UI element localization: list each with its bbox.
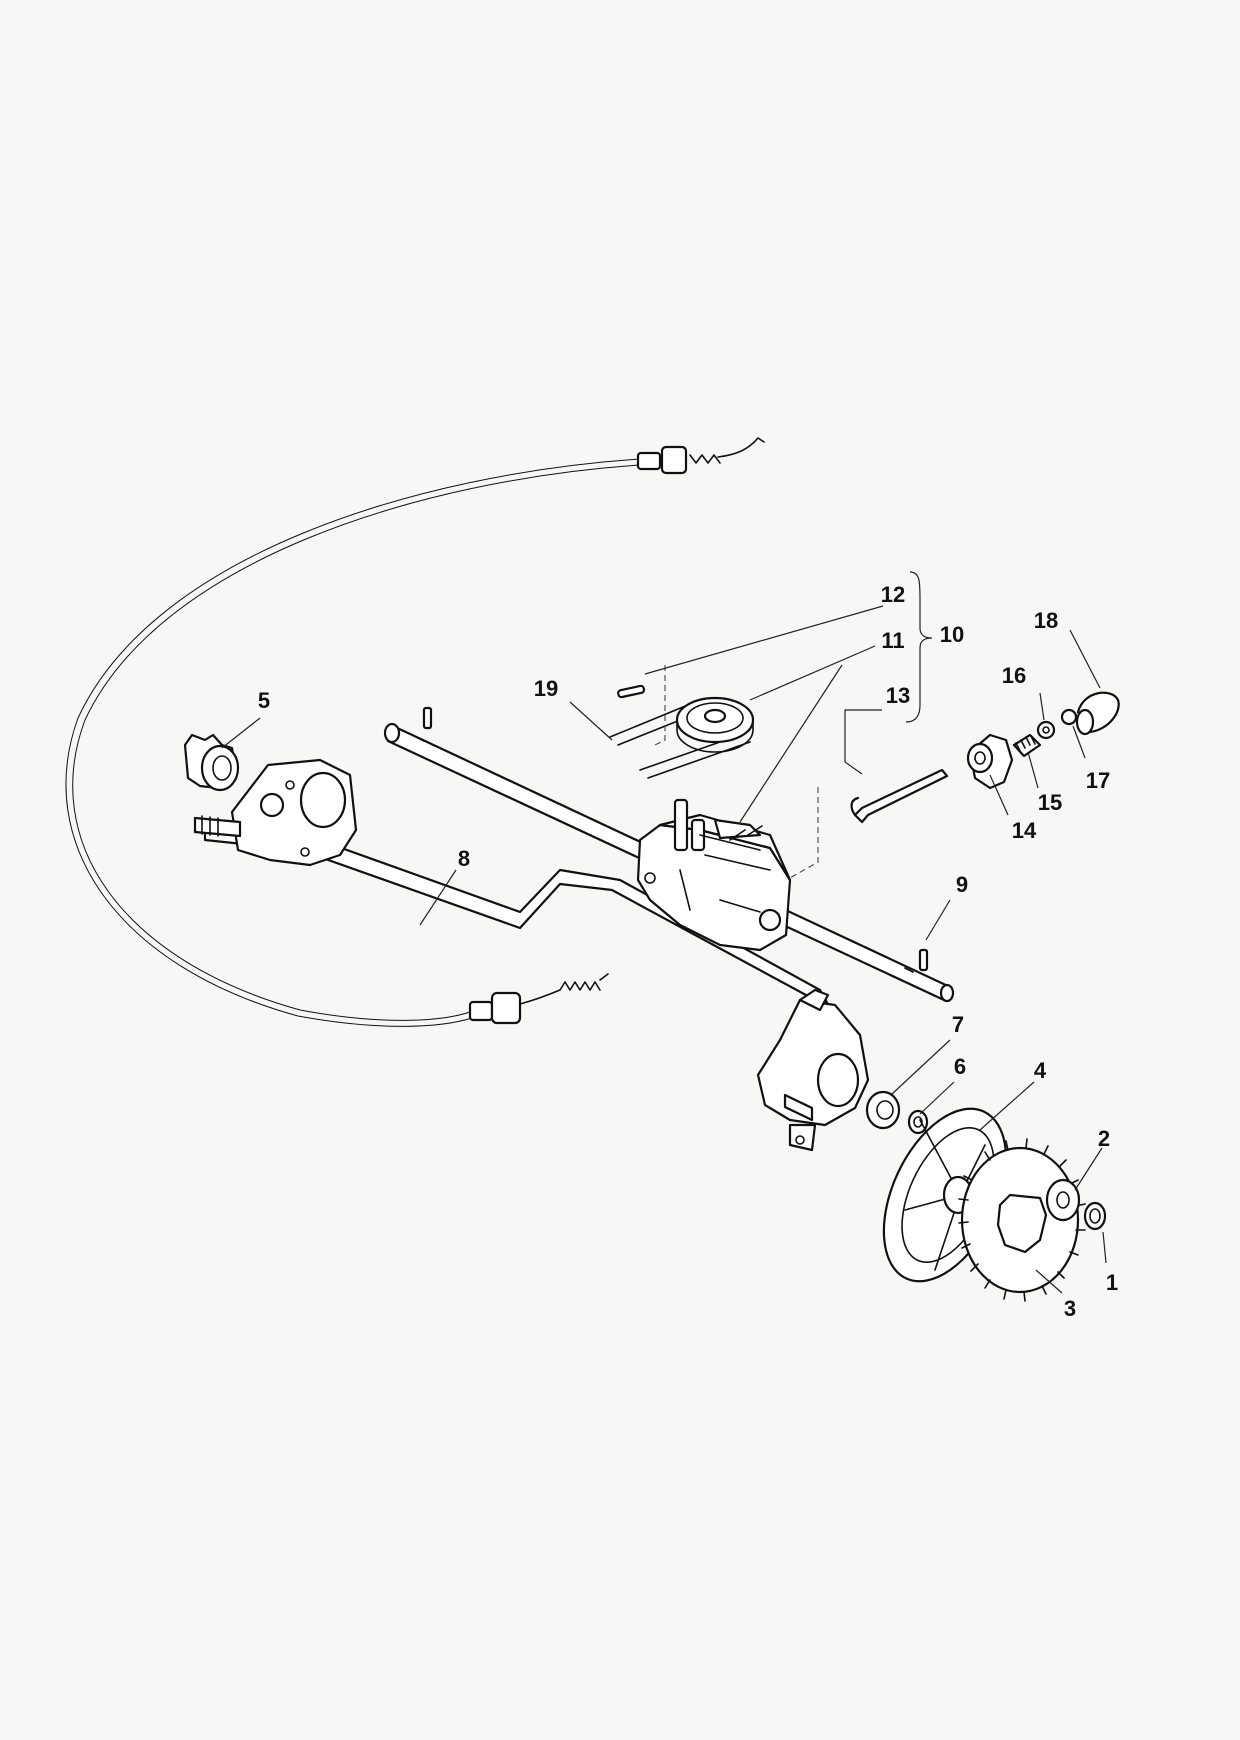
callout-19: 19 [534,676,558,701]
callout-12: 12 [881,582,905,607]
group-10-brace [905,571,933,723]
part-2-small-gear [1045,1178,1081,1222]
part-11-pulley-belt [609,696,755,779]
leader-lines [221,605,1107,1294]
callout-13: 13 [886,683,910,708]
part-3-gear [958,1138,1086,1302]
callout-7: 7 [952,1012,964,1037]
callout-3: 3 [1064,1296,1076,1321]
part-7-bearing [865,1090,901,1130]
callout-labels: 1 2 3 4 5 6 7 8 9 10 11 12 13 14 15 16 1… [258,582,1118,1321]
dash-line-pin [654,665,666,746]
callout-1: 1 [1106,1270,1118,1295]
part-13-rod-end [850,796,860,817]
part-5-pinion [183,733,240,792]
callout-4: 4 [1034,1058,1047,1083]
callout-15: 15 [1038,790,1062,815]
dash-line-rod [789,787,819,879]
part-6-washer [907,1109,929,1135]
left-bracket [193,758,358,867]
knob-assembly [966,691,1120,790]
callout-16: 16 [1002,663,1026,688]
callout-5: 5 [258,688,270,713]
pin-upper [422,706,433,730]
callout-11: 11 [881,628,904,653]
drive-cable [65,437,765,1027]
callout-8: 8 [458,846,470,871]
pin-lower [918,948,929,972]
callout-10: 10 [940,622,964,647]
part-13-rod [853,768,949,824]
callout-2: 2 [1098,1126,1110,1151]
callout-9: 9 [956,872,968,897]
part-12-pin [617,684,646,699]
callout-18: 18 [1034,608,1058,633]
part-1-circlip [1083,1201,1107,1231]
callout-17: 17 [1086,768,1110,793]
gearbox [636,798,792,952]
right-bracket [756,988,870,1152]
callout-6: 6 [954,1054,966,1079]
callout-14: 14 [1012,818,1037,843]
